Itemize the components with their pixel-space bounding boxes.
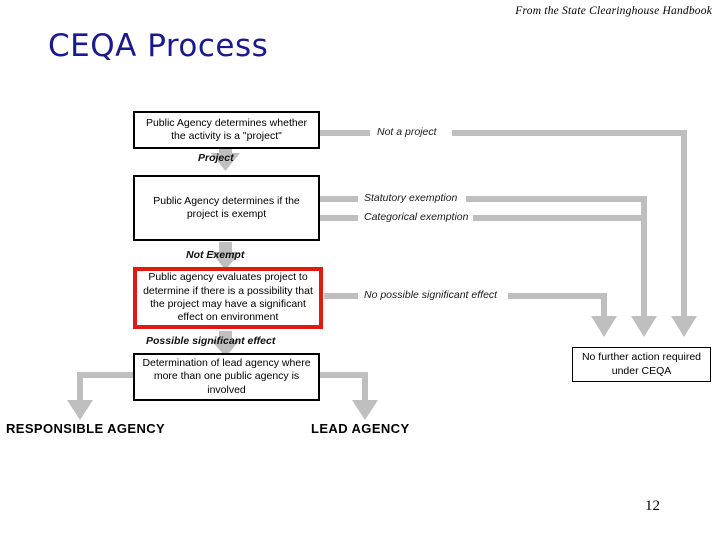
branch-responsible-agency: [67, 372, 137, 420]
branch-categorical-exemption: [320, 215, 646, 221]
label-lead-agency: LEAD AGENCY: [311, 421, 410, 436]
box-determine-exempt[interactable]: Public Agency determines if the project …: [133, 175, 320, 241]
box-determine-exempt-text: Public Agency determines if the project …: [153, 194, 300, 220]
box-determine-lead-agency-text: Determination of lead agency where more …: [142, 356, 311, 396]
box-evaluate-significant-effect[interactable]: Public agency evaluates project to deter…: [133, 267, 323, 329]
source-attribution: From the State Clearinghouse Handbook: [515, 5, 712, 17]
label-categorical-exemption: Categorical exemption: [364, 211, 469, 223]
box-determine-lead-agency[interactable]: Determination of lead agency where more …: [133, 353, 320, 401]
box-evaluate-significant-effect-text: Public agency evaluates project to deter…: [143, 271, 313, 324]
arrow-not-exempt-down: [211, 242, 240, 270]
label-not-a-project: Not a project: [377, 126, 437, 138]
label-possible-significant-effect: Possible significant effect: [146, 335, 276, 347]
label-no-possible-significant-effect: No possible significant effect: [364, 289, 498, 301]
label-responsible-agency: RESPONSIBLE AGENCY: [6, 421, 166, 436]
box-determine-project[interactable]: Public Agency determines whether the act…: [133, 111, 320, 149]
branch-statutory-exemption: [320, 196, 657, 337]
ceqa-process-flowchart: Public Agency determines whether the act…: [0, 95, 720, 445]
label-project: Project: [198, 152, 234, 164]
box-no-further-action[interactable]: No further action required under CEQA: [572, 347, 711, 382]
flowchart-connectors: [67, 130, 697, 420]
arrow-possible-effect-down: [211, 331, 240, 357]
label-not-exempt: Not Exempt: [186, 249, 245, 261]
branch-no-possible-significant-effect: [324, 293, 617, 337]
page-number: 12: [645, 498, 660, 514]
box-determine-project-text: Public Agency determines whether the act…: [145, 116, 308, 142]
branch-not-a-project: [320, 130, 697, 337]
box-no-further-action-text: No further action required under CEQA: [581, 351, 702, 377]
page-title: CEQA Process: [48, 28, 269, 64]
branch-lead-agency: [320, 372, 378, 420]
label-statutory-exemption: Statutory exemption: [364, 192, 458, 204]
